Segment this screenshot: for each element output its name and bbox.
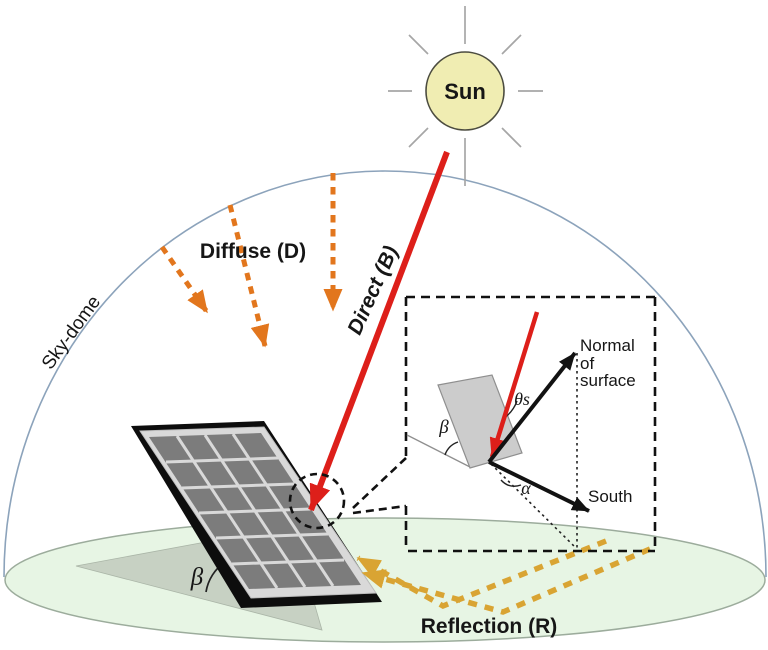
sun-label: Sun bbox=[444, 79, 486, 104]
diffuse-label: Diffuse (D) bbox=[200, 240, 306, 263]
normal-label-line2: of bbox=[580, 354, 594, 373]
inset-beta-arc bbox=[444, 441, 459, 456]
inset-ground-line bbox=[406, 434, 471, 468]
reflection-arrow-1 bbox=[361, 546, 652, 615]
sky-dome-label: Sky-dome bbox=[38, 292, 105, 374]
solar-panel bbox=[131, 421, 382, 608]
sun: Sun bbox=[388, 6, 543, 186]
reflection-arrow-2 bbox=[356, 538, 608, 610]
sky-dome-arc bbox=[3, 170, 767, 578]
diffuse-arrows bbox=[159, 173, 343, 348]
sun-rays bbox=[388, 6, 543, 186]
callout-line-upper bbox=[352, 457, 407, 509]
beta-label: β bbox=[190, 564, 204, 591]
alpha-label: α bbox=[521, 478, 531, 498]
reflection-arrows bbox=[356, 538, 652, 615]
reflection-label: Reflection (R) bbox=[421, 615, 558, 638]
azimuth-dotted-line bbox=[490, 463, 577, 549]
alpha-arc bbox=[500, 479, 522, 487]
magnify-circle bbox=[288, 472, 346, 530]
inset-beta-label: β bbox=[438, 417, 449, 438]
ground-ellipse bbox=[4, 517, 766, 643]
inset-box bbox=[404, 295, 657, 553]
normal-label-line3: surface bbox=[580, 371, 636, 390]
theta-s-label: θs bbox=[514, 389, 530, 409]
south-label: South bbox=[588, 487, 632, 506]
sun-icon bbox=[425, 51, 505, 131]
normal-label-line1: Normal bbox=[580, 336, 635, 355]
inset-sunbeam-arrow bbox=[489, 311, 540, 458]
inset-diagram: β θs α Normal of surface South bbox=[406, 311, 636, 549]
south-arrow bbox=[488, 460, 590, 513]
diffuse-arrow-2 bbox=[227, 204, 270, 348]
callout-line-lower bbox=[352, 504, 407, 515]
inset-panel bbox=[437, 374, 523, 469]
direct-arrow bbox=[308, 150, 450, 512]
normal-arrow bbox=[487, 351, 577, 464]
